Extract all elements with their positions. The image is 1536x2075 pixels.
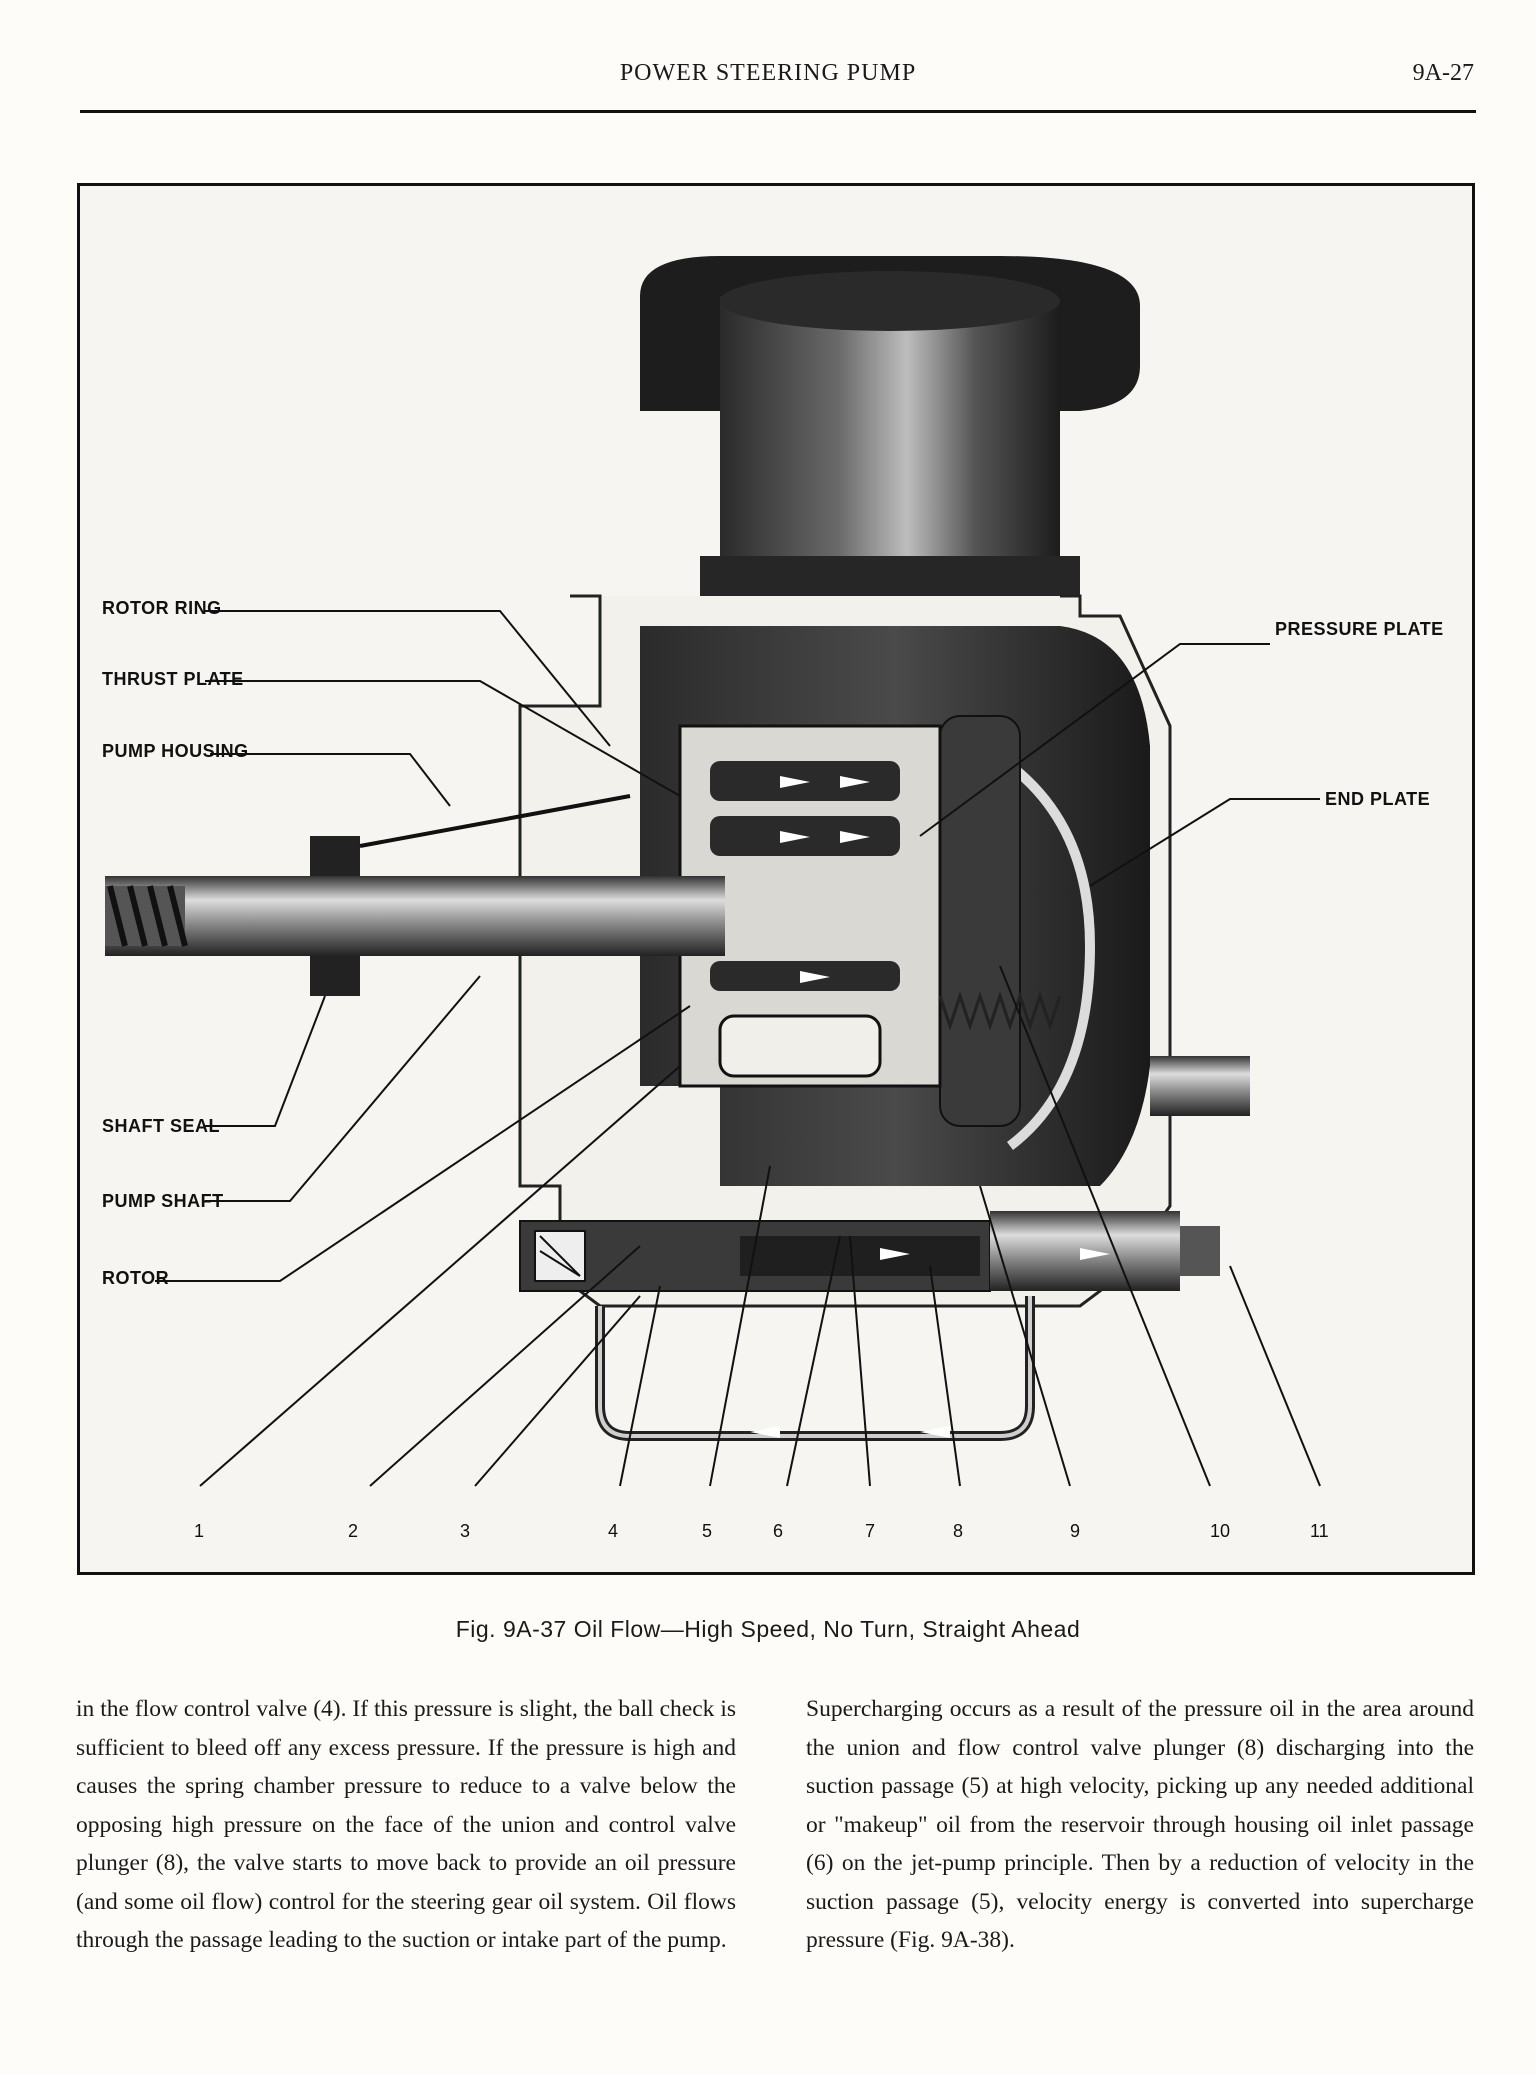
pump-shaft <box>105 876 725 956</box>
callout-leader-lines <box>155 610 1321 1487</box>
callout-pressure-plate: PRESSURE PLATE <box>1275 619 1444 639</box>
callout-pump-housing: PUMP HOUSING <box>102 741 249 761</box>
pump-cutaway-illustration <box>105 256 1321 1487</box>
figure-frame: ROTOR RING THRUST PLATE PUMP HOUSING SHA… <box>77 183 1475 1575</box>
callout-shaft-seal: SHAFT SEAL <box>102 1116 221 1136</box>
spring-coil <box>938 991 1062 1031</box>
shaft-worm <box>105 885 188 947</box>
callout-rotor: ROTOR <box>102 1268 170 1288</box>
bypass-tube <box>595 1296 1035 1441</box>
callout-thrust-plate: THRUST PLATE <box>102 669 244 689</box>
callout-number-9: 9 <box>1070 1521 1081 1541</box>
shaft-seal-top <box>310 836 360 876</box>
callout-number-5: 5 <box>702 1521 713 1541</box>
callout-number-1: 1 <box>194 1521 205 1541</box>
page-header-title: POWER STEERING PUMP <box>619 60 917 86</box>
inlet-fitting <box>1150 1056 1250 1116</box>
header-divider <box>80 110 1476 113</box>
callout-number-6: 6 <box>773 1521 784 1541</box>
callout-number-2: 2 <box>348 1521 359 1541</box>
callout-number-10: 10 <box>1210 1521 1231 1541</box>
callout-number-7: 7 <box>865 1521 876 1541</box>
callout-number-11: 11 <box>1310 1521 1329 1541</box>
callout-rotor-ring: ROTOR RING <box>102 598 222 618</box>
page-number: 9A-27 <box>1412 60 1474 86</box>
callout-number-3: 3 <box>460 1521 471 1541</box>
figure-caption: Fig. 9A-37 Oil Flow—High Speed, No Turn,… <box>455 1616 1081 1642</box>
pressure-plate-shape <box>939 715 1021 1127</box>
callout-number-8: 8 <box>953 1521 964 1541</box>
end-plate <box>977 741 1096 1150</box>
body-text-left-column: in the flow control valve (4). If this p… <box>76 1696 736 1953</box>
callout-end-plate: END PLATE <box>1325 789 1431 809</box>
callout-number-4: 4 <box>608 1521 619 1541</box>
shaft-seal-bottom <box>310 956 360 996</box>
flow-arrows <box>750 776 1110 1438</box>
callout-pump-shaft: PUMP SHAFT <box>102 1191 224 1211</box>
body-text-right-column: Supercharging occurs as a result of the … <box>806 1696 1474 1953</box>
